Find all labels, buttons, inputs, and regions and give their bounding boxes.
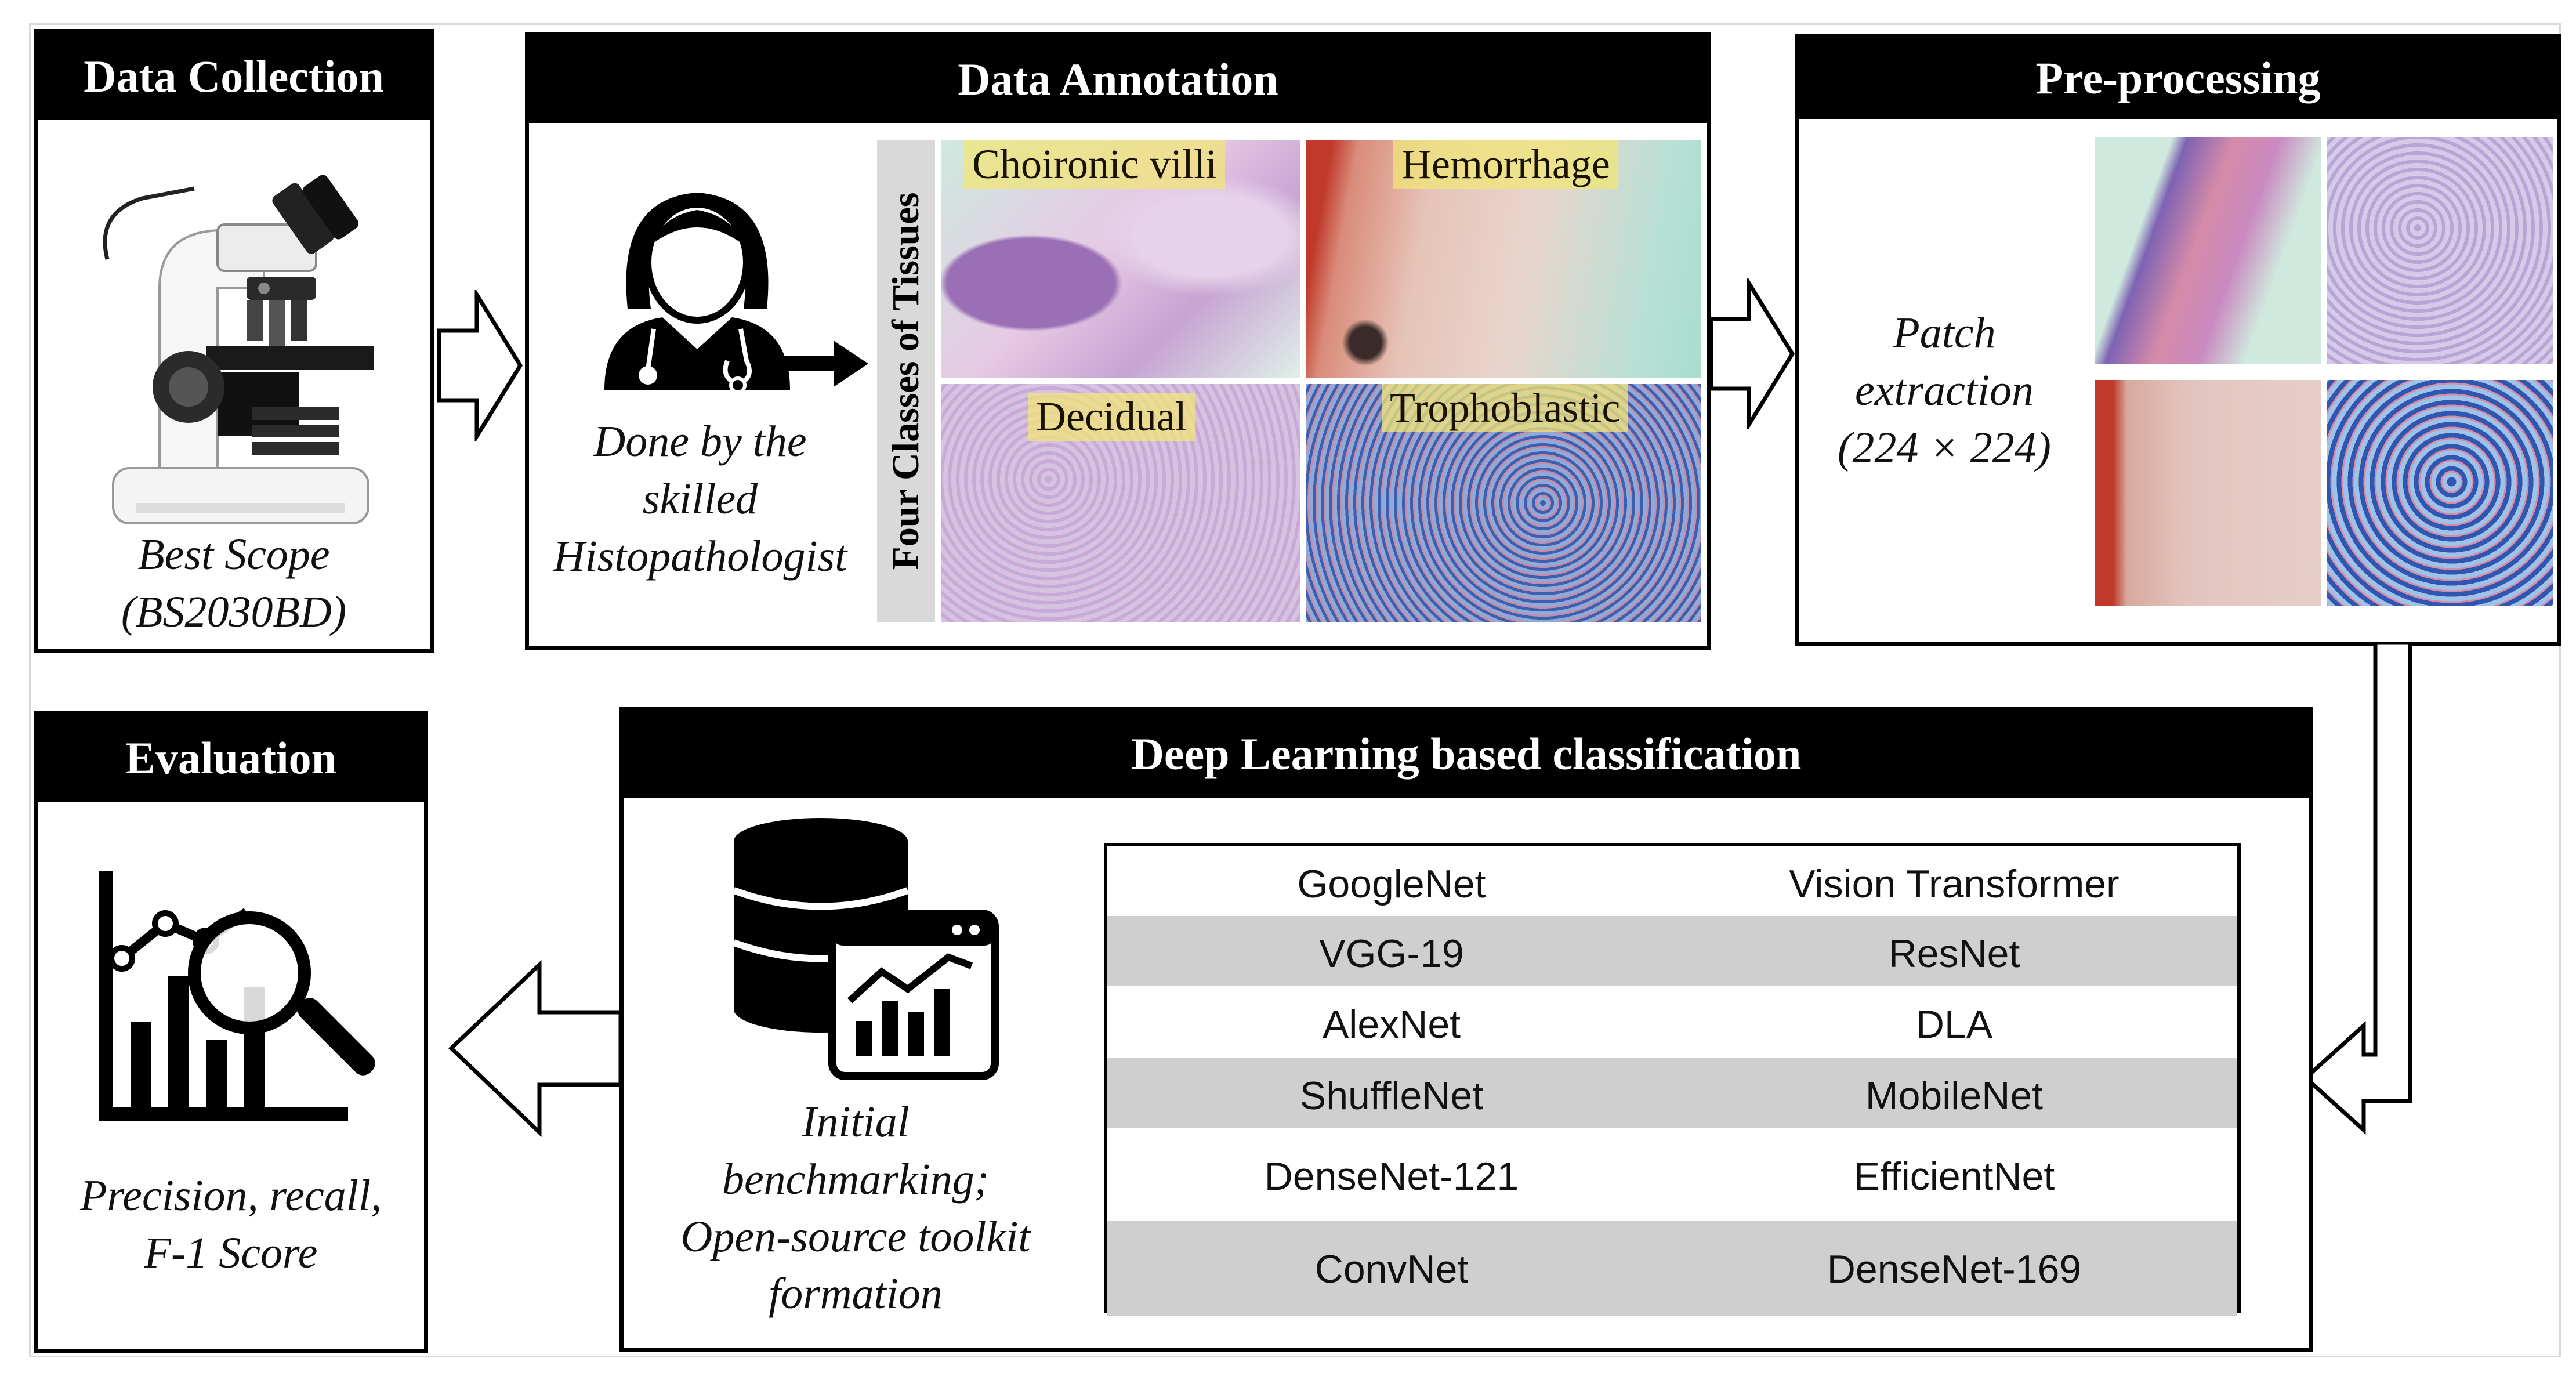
deep-learning-panel: Deep Learning based classification Initi… — [619, 707, 2313, 1352]
model-name: DLA — [1915, 1002, 1993, 1047]
model-name: Vision Transformer — [1789, 862, 2120, 906]
tissue-classes-side-label-box — [877, 140, 935, 622]
data-annotation-panel: Data Annotation Done by the skilled Hist… — [525, 32, 1711, 650]
data-collection-panel: Data Collection — [34, 29, 434, 653]
model-name: DenseNet-169 — [1827, 1247, 2082, 1291]
caption-line: Patch — [1893, 309, 1996, 357]
figure-frame — [29, 23, 2561, 1357]
tissue-label: Trophoblastic — [1382, 384, 1629, 432]
model-name: DenseNet-121 — [1264, 1154, 1519, 1198]
table-row: ConvNet DenseNet-169 — [1107, 1221, 2237, 1316]
tissue-label: Decidual — [1028, 393, 1195, 441]
flow-arrow-down-left — [2303, 643, 2412, 1135]
evaluation-title: Evaluation — [38, 715, 424, 802]
caption-line: Open-source toolkit — [680, 1212, 1031, 1261]
flow-arrow-left — [448, 960, 623, 1137]
caption-line: skilled — [642, 474, 758, 523]
doctor-icon — [604, 193, 790, 394]
table-row: VGG-19 ResNet — [1107, 916, 2237, 986]
model-table: GoogleNet Vision Transformer VGG-19 ResN… — [1104, 843, 2241, 1316]
microscope-icon — [103, 175, 374, 524]
annotation-caption: Done by the skilled Histopathologist — [529, 413, 871, 585]
tissue-image-trophoblastic: Trophoblastic — [1306, 384, 1701, 622]
chart-magnifier-icon — [99, 871, 375, 1121]
caption-line: benchmarking; — [722, 1154, 990, 1204]
model-name: ResNet — [1888, 932, 2020, 976]
caption-line: Best Scope — [137, 530, 330, 579]
tissue-image-choironic: Choironic villi — [941, 140, 1300, 378]
model-name: ConvNet — [1314, 1247, 1469, 1291]
tissue-label: Choironic villi — [964, 140, 1225, 189]
caption-line: (BS2030BD) — [121, 587, 347, 636]
model-name: VGG-19 — [1319, 932, 1464, 976]
data-collection-title: Data Collection — [38, 33, 430, 120]
table-row: GoogleNet Vision Transformer — [1107, 846, 2237, 916]
pre-processing-title: Pre-processing — [1799, 38, 2557, 119]
tissue-label: Hemorrhage — [1393, 140, 1618, 189]
caption-line: extraction — [1854, 365, 2034, 415]
data-collection-caption: Best Scope (BS2030BD) — [38, 526, 430, 641]
database-chart-icon — [732, 818, 999, 1080]
patch-image-2 — [2327, 137, 2553, 364]
caption-line: formation — [769, 1269, 943, 1319]
data-annotation-title: Data Annotation — [529, 36, 1707, 123]
patch-extraction-caption: Patch extraction (224 × 224) — [1799, 305, 2089, 476]
model-name: GoogleNet — [1297, 862, 1486, 906]
flow-arrow-right — [1711, 278, 1795, 429]
benchmarking-caption: Initial benchmarking; Open-source toolki… — [653, 1093, 1059, 1323]
caption-line: F-1 Score — [144, 1228, 318, 1277]
table-row: DenseNet-121 EfficientNet — [1107, 1128, 2237, 1221]
caption-line: Histopathologist — [553, 531, 847, 581]
model-name: ShuffleNet — [1299, 1074, 1484, 1118]
evaluation-panel: Evaluation Precision, recall, F-1 Score — [34, 711, 428, 1353]
caption-line: Precision, recall, — [80, 1171, 382, 1220]
tissue-image-decidual: Decidual — [941, 384, 1300, 622]
patch-image-1 — [2095, 137, 2321, 364]
pre-processing-panel: Pre-processing Patch extraction (224 × 2… — [1795, 34, 2561, 646]
caption-line: (224 × 224) — [1838, 423, 2051, 472]
model-name: AlexNet — [1322, 1002, 1461, 1047]
small-arrow-icon — [778, 341, 868, 387]
tissue-classes-side-label: Four Classes of Tissues — [885, 192, 927, 570]
table-row: ShuffleNet MobileNet — [1107, 1058, 2237, 1128]
patch-image-3 — [2095, 380, 2321, 606]
flow-arrow-right — [437, 290, 523, 441]
model-name: EfficientNet — [1853, 1154, 2055, 1198]
model-name: MobileNet — [1865, 1074, 2044, 1118]
deep-learning-title: Deep Learning based classification — [624, 711, 2309, 798]
patch-image-4 — [2327, 380, 2553, 606]
caption-line: Done by the — [593, 417, 807, 466]
table-row: AlexNet DLA — [1107, 986, 2237, 1058]
tissue-image-hemorrhage: Hemorrhage — [1306, 140, 1701, 378]
evaluation-caption: Precision, recall, F-1 Score — [38, 1167, 424, 1282]
caption-line: Initial — [802, 1098, 910, 1146]
